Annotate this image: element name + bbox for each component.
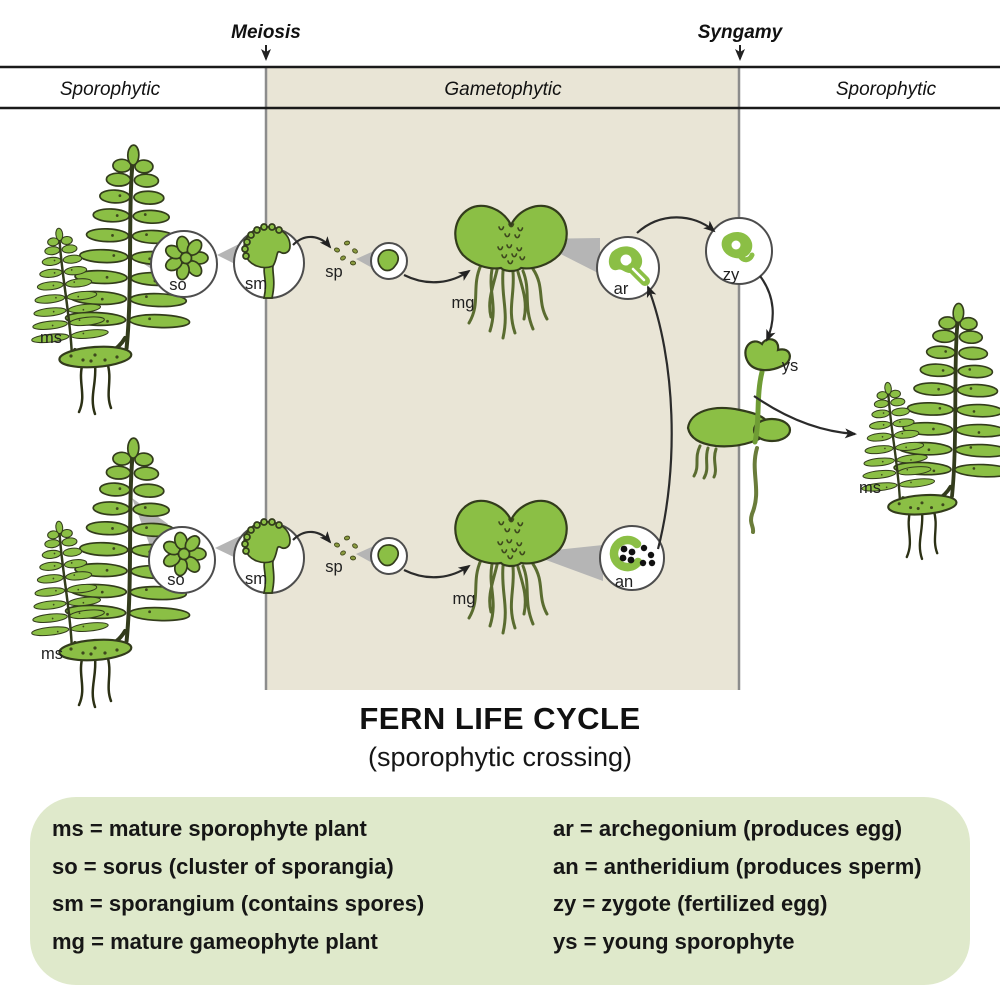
label-so-top: so (169, 276, 186, 294)
label-ms-top-left: ms (40, 329, 62, 347)
legend-left-column: ms = mature sporophyte plant so = sorus … (52, 810, 424, 960)
arrow-spore-to-gametophyte-bottom (403, 564, 471, 579)
label-zy: zy (723, 266, 740, 284)
arrow-archegonium-to-zygote (636, 216, 716, 234)
label-an: an (615, 573, 633, 591)
label-ms-right: ms (859, 479, 881, 497)
legend-entry-sm: sm = sporangium (contains spores) (52, 891, 425, 916)
legend-entry-so: so = sorus (cluster of sporangia) (52, 853, 394, 879)
label-sm-bottom: sm (245, 570, 267, 588)
legend-entry-ms: ms = mature sporophyte plant (52, 816, 367, 841)
label-mg-top: mg (452, 294, 475, 312)
label-mg-bottom: mg (453, 590, 476, 608)
legend-entry-mg: mg = mature gameophyte plant (52, 928, 378, 954)
legend-box: ms = mature sporophyte plant so = sorus … (30, 797, 970, 985)
life-cycle-diagram: Sporophytic Gametophytic Sporophytic Mei… (0, 22, 1000, 770)
cycle-arrows (292, 216, 857, 579)
arrow-spore-to-gametophyte-top (403, 269, 471, 284)
label-ys: ys (782, 357, 799, 375)
arrow-young-sporophyte-to-mature-fern (753, 395, 857, 439)
label-sp-top: sp (325, 263, 342, 281)
phase-label-sporophytic-right: Sporophytic (836, 79, 937, 100)
label-sp-bottom: sp (325, 558, 342, 576)
label-ms-bottom-left: ms (41, 645, 63, 663)
page-title: FERN LIFE CYCLE (359, 701, 641, 736)
phase-label-gametophytic: Gametophytic (444, 79, 562, 100)
released-spores-bottom (334, 535, 358, 561)
legend-entry-ar: ar = archegonium (produces egg) (553, 816, 903, 841)
gametophyte-with-young-sporophyte (686, 338, 792, 534)
legend-right-column: ar = archegonium (produces egg) an = ant… (553, 810, 922, 960)
meiosis-label: Meiosis (231, 22, 301, 43)
mature-sporophyte-fern-right (851, 301, 1000, 558)
young-sporophyte-leaf (744, 338, 791, 372)
syngamy-label: Syngamy (698, 22, 784, 43)
label-so-bottom: so (167, 571, 184, 589)
legend-entry-zy: zy = zygote (fertilized egg) (553, 891, 828, 916)
label-ar: ar (614, 280, 629, 298)
label-sm-top: sm (245, 275, 267, 293)
page-subtitle: (sporophytic crossing) (367, 742, 633, 772)
cycle-stages (148, 217, 773, 594)
released-spores-top (334, 240, 358, 266)
arrow-zygote-to-young-sporophyte (759, 275, 776, 342)
phase-label-sporophytic-left: Sporophytic (60, 79, 161, 100)
legend-entry-an: an = antheridium (produces sperm) (553, 853, 922, 879)
arrow-sporangium-to-spores-top (292, 235, 332, 249)
arrow-sporangium-to-spores-bottom (292, 530, 332, 544)
arrow-antheridium-to-archegonium (646, 285, 673, 550)
legend-entry-ys: ys = young sporophyte (553, 928, 795, 954)
